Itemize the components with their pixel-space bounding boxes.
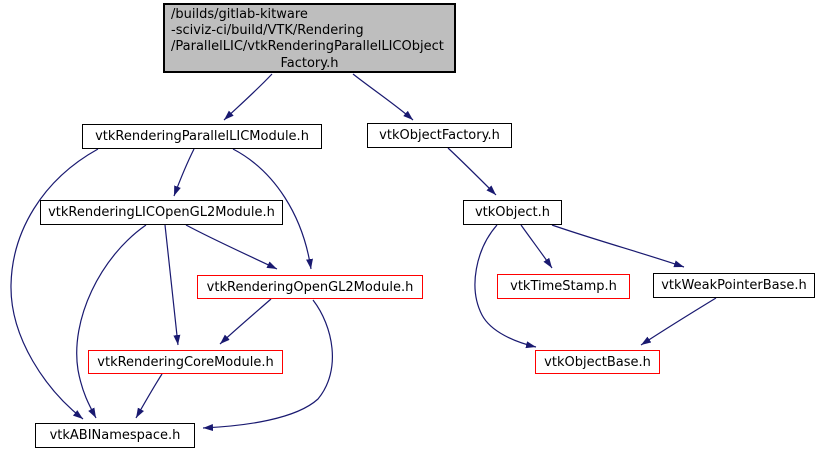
node-vtktimestamp[interactable]: vtkTimeStamp.h (497, 274, 630, 299)
edge-licopengl2module-to-renderingopengl2module (185, 224, 278, 270)
edge-licopengl2module-to-renderingcoremodule (164, 224, 181, 346)
edge-parallellicmodule-to-renderingopengl2module (232, 148, 313, 270)
node-vtkabinamespace[interactable]: vtkABINamespace.h (35, 423, 195, 448)
node-vtkobjectfactory[interactable]: vtkObjectFactory.h (367, 123, 512, 148)
edge-renderingopengl2module-to-abinamespace (202, 299, 333, 432)
edge-object-to-objectbase (474, 224, 537, 349)
edge-parallellicmodule-to-abinamespace (10, 148, 99, 420)
edge-object-to-timestamp (520, 224, 553, 269)
node-vtkobjectbase[interactable]: vtkObjectBase.h (535, 350, 660, 374)
edge-objectfactory-to-object (447, 147, 497, 196)
edge-renderingopengl2module-to-renderingcoremodule (219, 298, 272, 345)
edge-root-to-parallellicmodule (223, 73, 273, 121)
root-node-line: -sciviz-ci/build/VTK/Rendering (171, 23, 364, 39)
node-vtkrenderingopengl2module[interactable]: vtkRenderingOpenGL2Module.h (197, 275, 423, 299)
root-node-line: /ParallelLIC/vtkRenderingParallelLICObje… (171, 39, 444, 55)
node-root-file[interactable]: /builds/gitlab-kitware -sciviz-ci/build/… (163, 3, 456, 73)
edge-parallellicmodule-to-licopengl2module (173, 148, 195, 197)
node-vtkweakpointerbase[interactable]: vtkWeakPointerBase.h (653, 273, 815, 298)
root-node-line: Factory.h (280, 55, 339, 71)
node-vtkrenderinglicopengl2module[interactable]: vtkRenderingLICOpenGL2Module.h (40, 200, 283, 225)
root-node-line: /builds/gitlab-kitware (171, 7, 308, 22)
node-vtkobject[interactable]: vtkObject.h (463, 200, 562, 225)
node-vtkrenderingcoremodule[interactable]: vtkRenderingCoreModule.h (88, 350, 283, 374)
edge-weakpointerbase-to-objectbase (640, 297, 717, 346)
node-vtkrenderingparallellicmodule[interactable]: vtkRenderingParallelLICModule.h (82, 124, 322, 149)
edge-root-to-objectfactory (352, 73, 414, 121)
edge-renderingcoremodule-to-abinamespace (135, 373, 163, 419)
edge-object-to-weakpointerbase (551, 224, 685, 268)
edge-licopengl2module-to-abinamespace (76, 224, 147, 419)
